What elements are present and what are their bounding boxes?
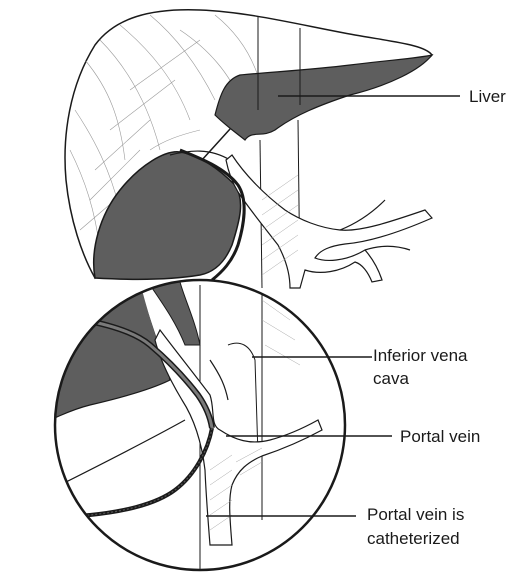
- catheter-label-line1: Portal vein is: [367, 505, 464, 524]
- ivc-label-line1: Inferior vena: [373, 346, 468, 365]
- magnified-inset: [30, 280, 345, 572]
- ivc-label-line2: cava: [373, 369, 409, 388]
- portal-vein-label: Portal vein: [400, 427, 480, 446]
- liver-label: Liver: [469, 87, 506, 106]
- catheter-label-line2: catheterized: [367, 529, 460, 548]
- portal-vein-branches: [226, 155, 432, 288]
- liver-illustration: [65, 10, 432, 288]
